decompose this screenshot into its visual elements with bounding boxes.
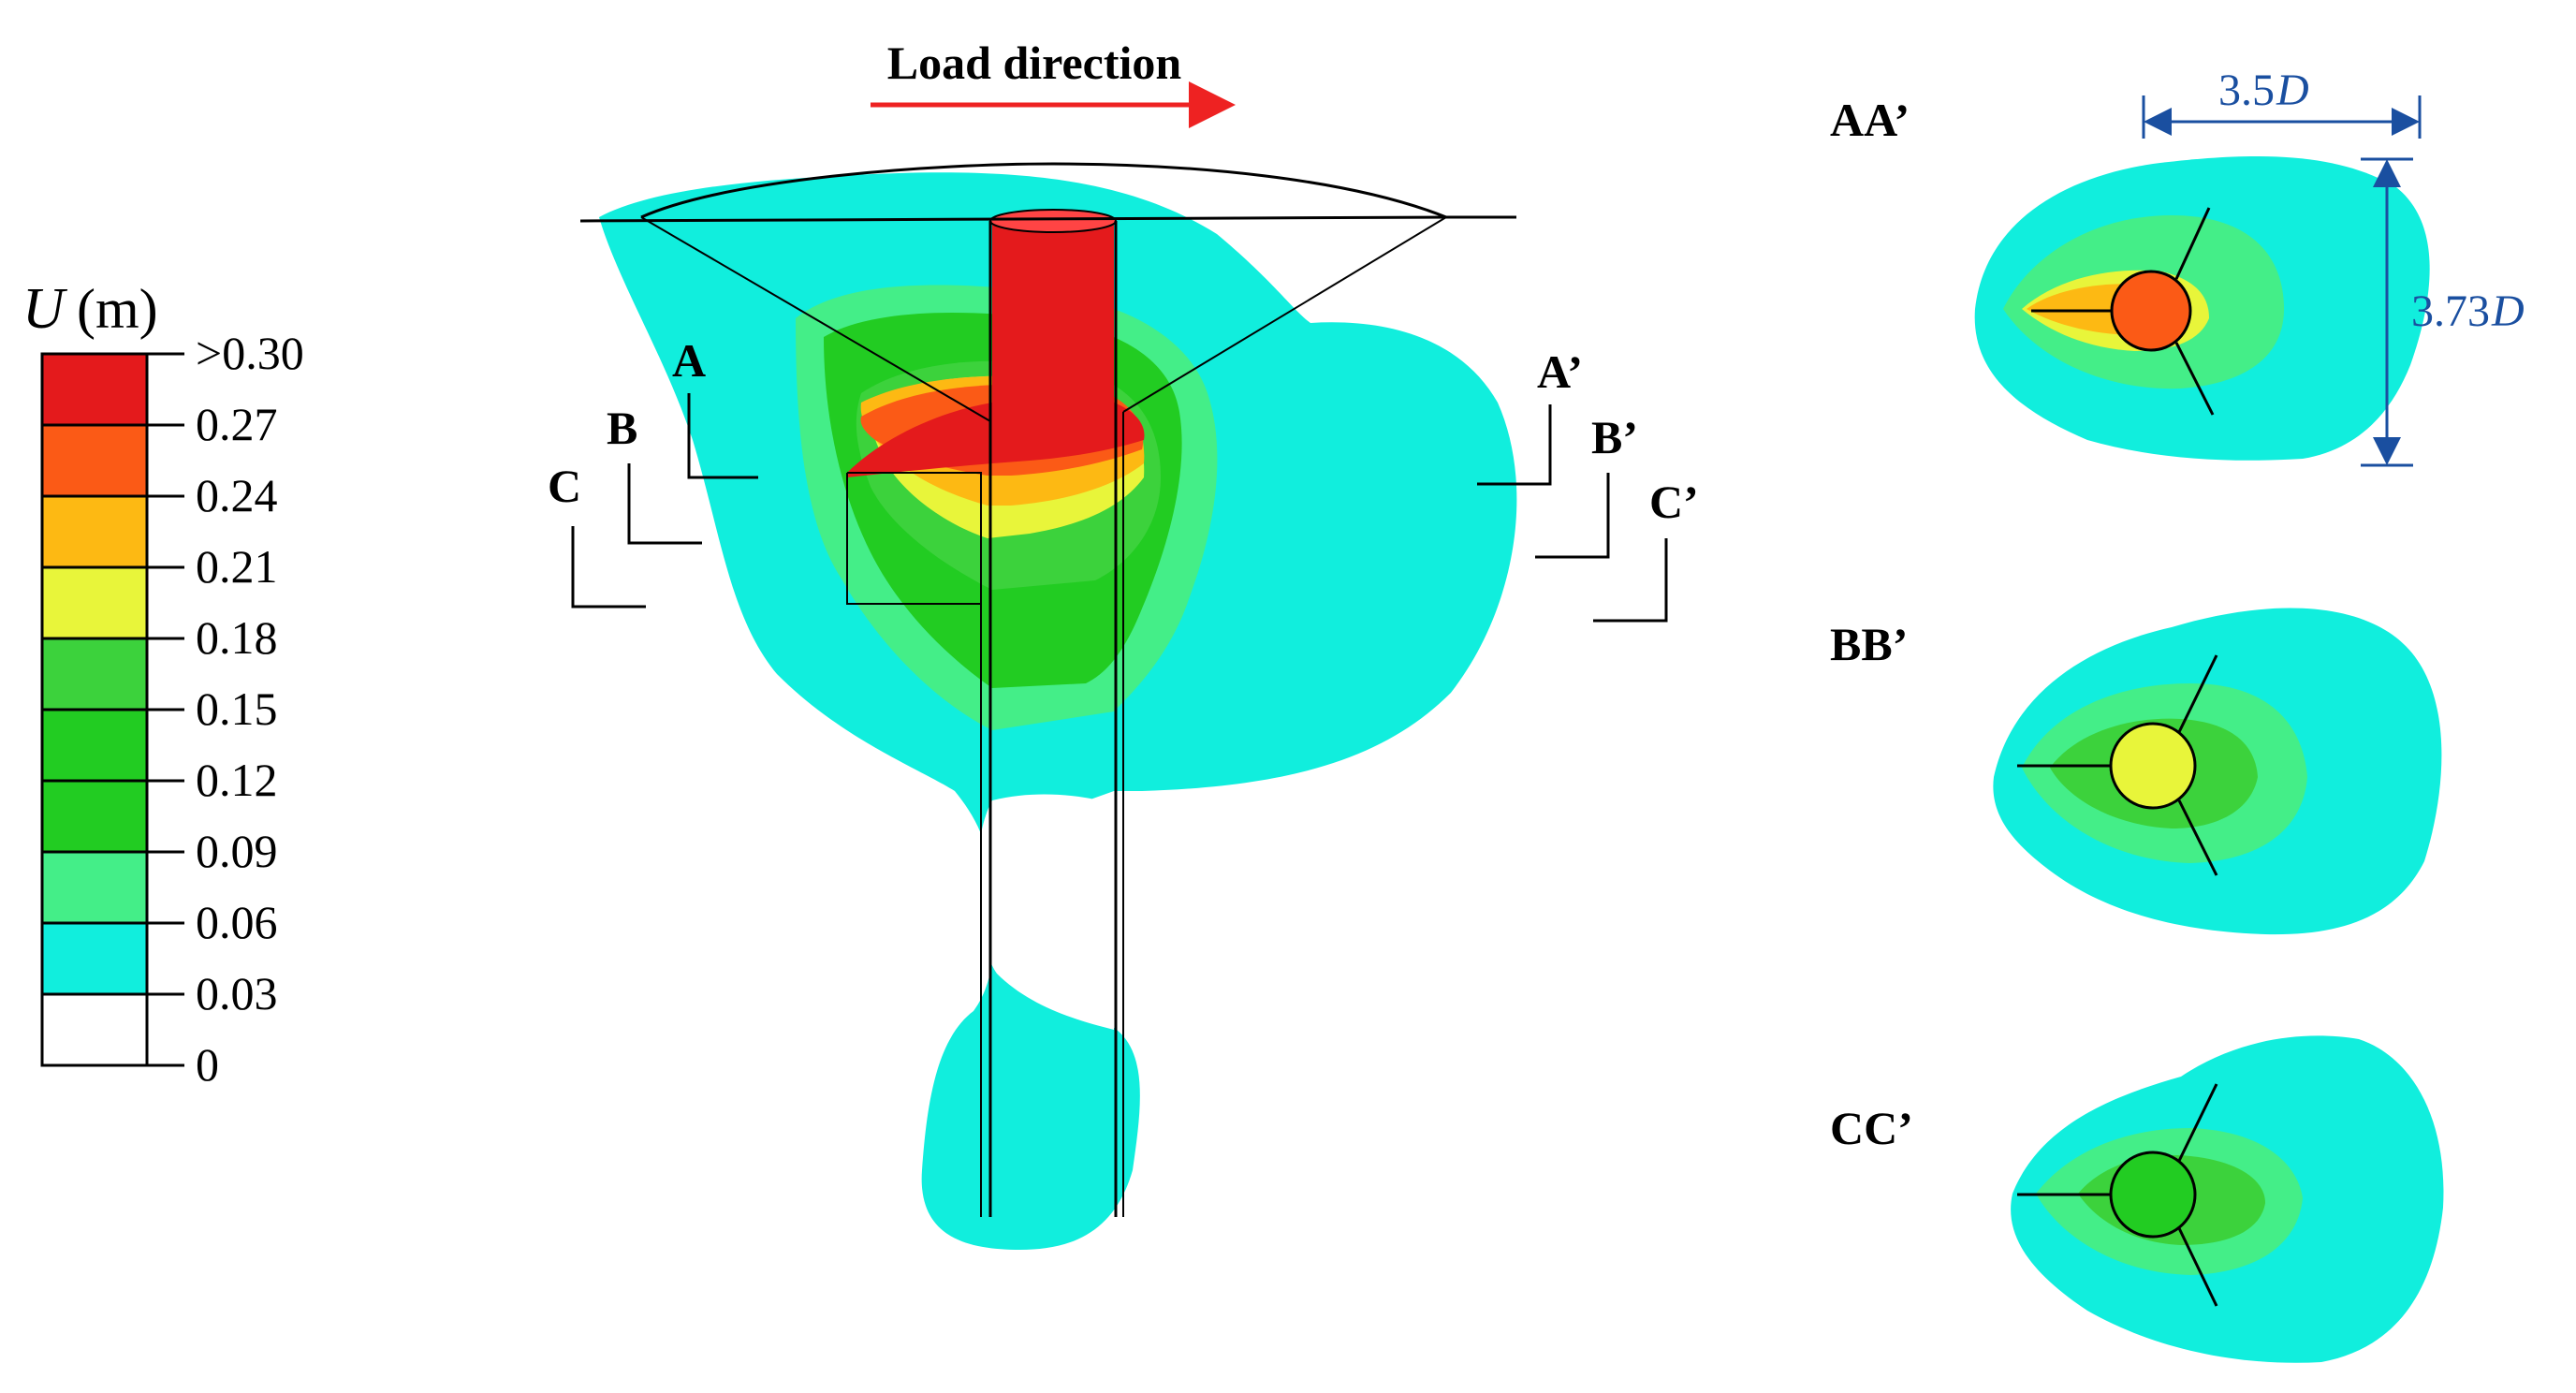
legend-unit: (m) xyxy=(77,278,158,340)
section-marker-b: B xyxy=(607,402,702,545)
svg-text:D: D xyxy=(2491,286,2525,336)
svg-text:C’: C’ xyxy=(1649,476,1699,528)
section-marker-c-prime: C’ xyxy=(1593,476,1699,623)
bb-pile-section xyxy=(2109,722,2197,810)
main-contour-view: A B C A’ B’ C’ xyxy=(548,162,1699,1251)
svg-text:3.5: 3.5 xyxy=(2218,66,2275,115)
cross-section-aa: AA’ xyxy=(1830,94,2430,461)
cross-section-bb: BB’ xyxy=(1830,608,2442,935)
legend-tick-label: 0.27 xyxy=(196,398,278,450)
section-marker-a: A xyxy=(672,334,758,479)
legend-tick-labels: >0.30 0.27 0.24 0.21 0.18 0.15 0.12 0.09 0.06 0.0… xyxy=(147,327,304,1091)
legend-box xyxy=(40,565,149,640)
svg-text:B: B xyxy=(607,402,637,454)
legend-box xyxy=(40,708,149,783)
legend-symbol: U xyxy=(22,277,68,341)
legend-tick-label: 0 xyxy=(196,1038,219,1091)
dimension-width: 3.5 D xyxy=(2142,66,2422,139)
legend-tick-label: 0.03 xyxy=(196,967,278,1019)
svg-text:A’: A’ xyxy=(1537,345,1583,398)
legend-color-boxes xyxy=(40,352,149,1067)
legend-tick-label: >0.30 xyxy=(196,327,304,379)
legend-tick-label: 0.12 xyxy=(196,754,278,806)
svg-text:AA’: AA’ xyxy=(1830,94,1910,146)
cross-section-cc: CC’ xyxy=(1830,1035,2444,1363)
svg-text:3.73: 3.73 xyxy=(2411,286,2490,336)
legend-box xyxy=(40,992,149,1067)
legend-box xyxy=(40,352,149,427)
legend-box xyxy=(40,779,149,854)
contour-zone-0-hole xyxy=(976,794,1114,1030)
svg-text:BB’: BB’ xyxy=(1830,618,1908,670)
legend-tick-label: 0.15 xyxy=(196,682,278,735)
legend-tick-label: 0.09 xyxy=(196,825,278,877)
svg-text:CC’: CC’ xyxy=(1830,1102,1913,1154)
legend-box xyxy=(40,921,149,996)
crater-outline xyxy=(579,162,1516,422)
svg-text:A: A xyxy=(672,334,706,387)
pile-outline xyxy=(980,221,1124,1217)
legend-box xyxy=(40,637,149,711)
legend-tick-label: 0.06 xyxy=(196,896,278,948)
pile-top xyxy=(989,209,1117,233)
legend-tick-label: 0.18 xyxy=(196,611,278,664)
anchor-fin-outline xyxy=(846,472,982,605)
legend-tick-label: 0.21 xyxy=(196,540,278,593)
color-legend: U (m) >0.30 0.27 0.24 0.21 0.18 0.15 0.12 0.09 0… xyxy=(22,277,304,1091)
section-marker-b-prime: B’ xyxy=(1535,411,1638,559)
legend-tick-label: 0.24 xyxy=(196,469,278,521)
contour-zone-0.30 xyxy=(847,223,1145,477)
legend-box xyxy=(40,850,149,925)
section-marker-c: C xyxy=(548,460,646,609)
dimension-height: 3.73 D xyxy=(2361,157,2525,467)
aa-pile-section xyxy=(2110,270,2192,352)
svg-text:C: C xyxy=(548,460,581,512)
svg-text:D: D xyxy=(2276,66,2309,115)
cc-pile-section xyxy=(2109,1151,2197,1239)
legend-box xyxy=(40,423,149,498)
legend-box xyxy=(40,494,149,569)
section-marker-a-prime: A’ xyxy=(1477,345,1583,486)
load-direction-label: Load direction xyxy=(887,37,1182,89)
svg-text:B’: B’ xyxy=(1591,411,1638,463)
